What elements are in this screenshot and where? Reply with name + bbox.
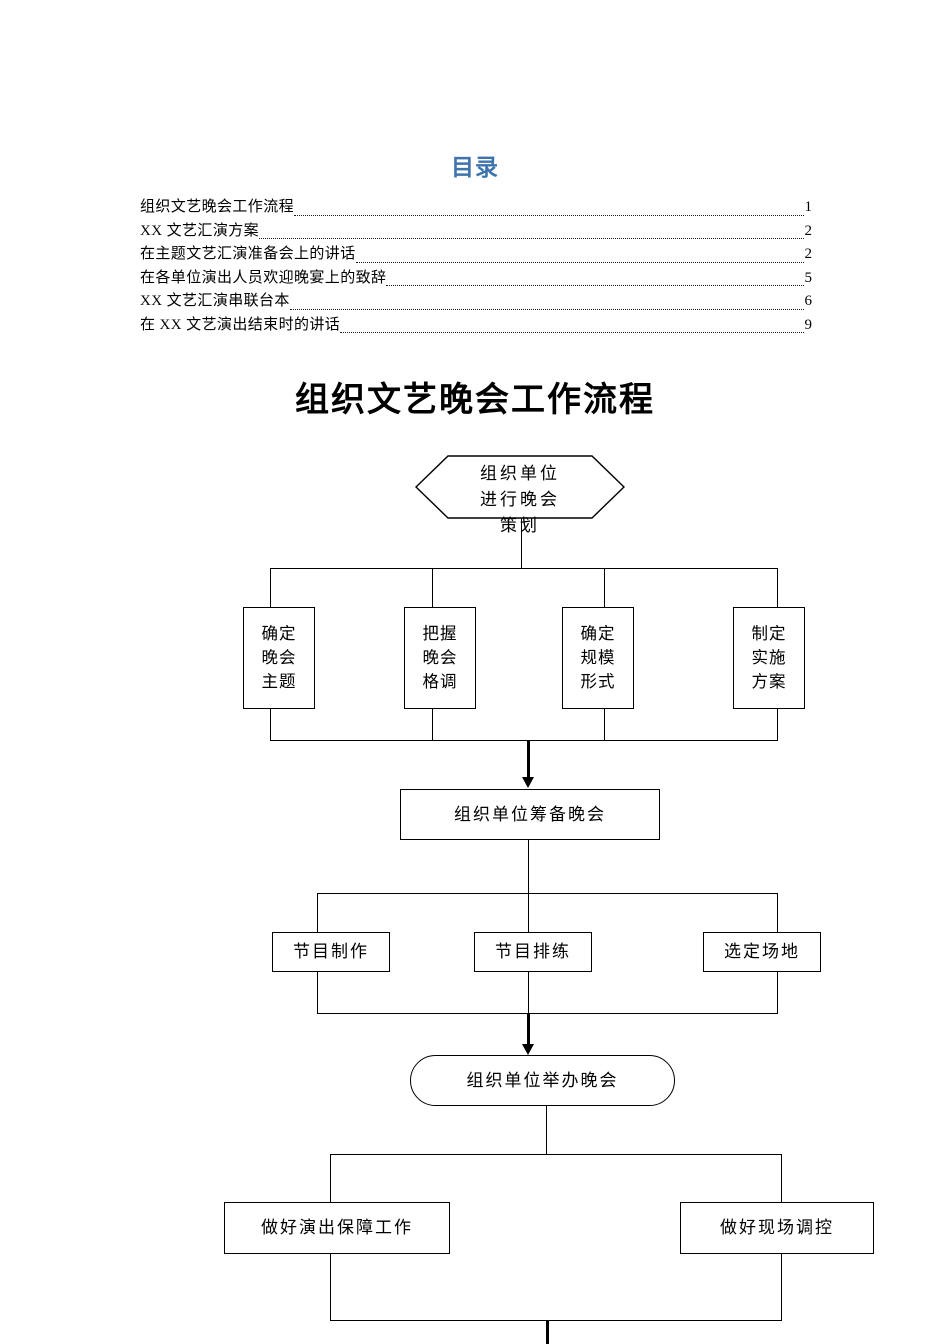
flow-node-onsite-control[interactable]: 做好现场调控 xyxy=(680,1202,874,1254)
flow-node-select-venue-text: 选定场地 xyxy=(724,942,800,961)
connector-drop-hold-1 xyxy=(330,1154,332,1202)
toc-entry-page: 5 xyxy=(804,269,813,286)
flow-node-make-plan-text: 制定 实施 方案 xyxy=(752,622,787,694)
connector-riser-prepare-1 xyxy=(317,972,319,1014)
make-plan-line-1: 制定 xyxy=(751,624,787,643)
connector-hold-to-rail xyxy=(546,1106,548,1155)
toc-entry-page: 1 xyxy=(804,199,813,215)
connector-drop-planning-1 xyxy=(270,568,272,607)
flow-node-set-tone-text: 把握 晚会 格调 xyxy=(423,622,458,694)
connector-continuation-stem xyxy=(546,1320,549,1344)
toc-list: 组织文艺晚会工作流程 1 XX 文艺汇演方案 2 在主题文艺汇演准备会上的讲话 … xyxy=(140,196,812,337)
connector-drop-planning-4 xyxy=(777,568,779,607)
flow-node-hold-event-text: 组织单位举办晚会 xyxy=(466,1070,619,1090)
flowchart-title: 组织文艺晚会工作流程 xyxy=(295,382,655,419)
connector-rail-hold-top xyxy=(330,1154,782,1156)
connector-riser-hold-1 xyxy=(330,1254,332,1321)
flow-node-prepare-text: 组织单位筹备晚会 xyxy=(454,804,606,824)
flow-node-make-plan[interactable]: 制定 实施 方案 xyxy=(733,607,805,709)
flow-node-hold-event[interactable]: 组织单位举办晚会 xyxy=(410,1055,675,1106)
connector-riser-planning-1 xyxy=(270,709,272,741)
define-theme-line-3: 主题 xyxy=(261,672,297,691)
flow-node-set-tone[interactable]: 把握 晚会 格调 xyxy=(404,607,476,709)
connector-riser-planning-4 xyxy=(777,709,779,741)
flow-node-program-rehearsal[interactable]: 节目排练 xyxy=(474,932,592,972)
toc-entry-page: 6 xyxy=(804,293,813,309)
flow-node-define-scale-text: 确定 规模 形式 xyxy=(581,622,616,694)
toc-entry-page: 2 xyxy=(804,246,813,262)
define-scale-line-3: 形式 xyxy=(580,672,616,691)
connector-rail-planning-top xyxy=(270,568,778,570)
toc-dot-leader xyxy=(289,308,804,310)
connector-planning-to-prepare xyxy=(527,740,530,778)
connector-drop-hold-2 xyxy=(781,1154,783,1202)
arrowhead-to-hold xyxy=(521,1044,534,1055)
connector-prepare-to-rail xyxy=(528,840,530,894)
toc-dot-leader xyxy=(259,237,804,239)
toc-entry-label: 组织文艺晚会工作流程 xyxy=(140,199,295,215)
connector-drop-prepare-center xyxy=(528,893,530,933)
toc-dot-leader xyxy=(294,214,804,216)
make-plan-line-3: 方案 xyxy=(751,672,787,691)
connector-rail-hold-bottom xyxy=(330,1320,782,1322)
toc-entry-label: 在各单位演出人员欢迎晚宴上的致辞 xyxy=(140,269,387,286)
hexagon-shape xyxy=(415,455,625,519)
define-scale-line-2: 规模 xyxy=(580,648,616,667)
toc-entry[interactable]: XX 文艺汇演串联台本 6 xyxy=(140,290,812,314)
flow-node-performance-support-text: 做好演出保障工作 xyxy=(261,1218,413,1237)
define-theme-line-1: 确定 xyxy=(261,624,297,643)
define-scale-line-1: 确定 xyxy=(580,624,616,643)
toc-entry[interactable]: XX 文艺汇演方案 2 xyxy=(140,220,812,244)
set-tone-line-2: 晚会 xyxy=(422,648,458,667)
connector-riser-prepare-2 xyxy=(777,972,779,1014)
connector-riser-planning-2 xyxy=(432,709,434,741)
connector-riser-prepare-center xyxy=(528,972,530,1014)
toc-entry-label: 在 XX 文艺演出结束时的讲话 xyxy=(140,316,341,333)
make-plan-line-2: 实施 xyxy=(751,648,787,667)
connector-rail-prepare-top xyxy=(317,893,778,895)
flow-node-program-production-text: 节目制作 xyxy=(293,942,369,961)
toc-entry-label: XX 文艺汇演串联台本 xyxy=(140,293,290,309)
toc-heading: 目录 xyxy=(451,155,499,180)
flow-node-prepare[interactable]: 组织单位筹备晚会 xyxy=(400,789,660,840)
toc-entry-label: XX 文艺汇演方案 xyxy=(140,222,260,239)
connector-start-to-rail xyxy=(521,518,523,569)
toc-dot-leader xyxy=(340,331,804,333)
connector-prepare-to-hold xyxy=(527,1013,530,1047)
toc-entry[interactable]: 在各单位演出人员欢迎晚宴上的致辞 5 xyxy=(140,267,812,291)
flow-node-program-production[interactable]: 节目制作 xyxy=(272,932,390,972)
toc-entry[interactable]: 在主题文艺汇演准备会上的讲话 2 xyxy=(140,243,812,267)
flow-node-define-scale[interactable]: 确定 规模 形式 xyxy=(562,607,634,709)
define-theme-line-2: 晚会 xyxy=(261,648,297,667)
set-tone-line-1: 把握 xyxy=(422,624,458,643)
flow-node-start-hexagon[interactable]: 组织单位 进行晚会 策划 xyxy=(415,455,625,535)
toc-dot-leader xyxy=(386,284,804,286)
connector-rail-planning-bottom xyxy=(270,740,778,742)
connector-riser-planning-3 xyxy=(604,709,606,741)
connector-drop-prepare-2 xyxy=(777,893,779,933)
connector-drop-prepare-1 xyxy=(317,893,319,933)
arrowhead-to-prepare xyxy=(521,777,534,788)
toc-entry-page: 2 xyxy=(804,222,813,239)
flow-node-define-theme-text: 确定 晚会 主题 xyxy=(262,622,297,694)
connector-rail-prepare-bottom xyxy=(317,1013,778,1015)
connector-drop-planning-3 xyxy=(604,568,606,607)
toc-entry-page: 9 xyxy=(804,316,813,333)
flow-node-performance-support[interactable]: 做好演出保障工作 xyxy=(224,1202,450,1254)
connector-drop-planning-2 xyxy=(432,568,434,607)
flow-node-define-theme[interactable]: 确定 晚会 主题 xyxy=(243,607,315,709)
toc-dot-leader xyxy=(355,261,804,263)
toc-entry-label: 在主题文艺汇演准备会上的讲话 xyxy=(140,246,356,262)
flow-node-program-rehearsal-text: 节目排练 xyxy=(495,942,571,961)
connector-riser-hold-2 xyxy=(781,1254,783,1321)
flow-node-onsite-control-text: 做好现场调控 xyxy=(720,1218,834,1237)
toc-entry[interactable]: 在 XX 文艺演出结束时的讲话 9 xyxy=(140,314,812,338)
flow-node-select-venue[interactable]: 选定场地 xyxy=(703,932,821,972)
set-tone-line-3: 格调 xyxy=(422,672,458,691)
toc-entry[interactable]: 组织文艺晚会工作流程 1 xyxy=(140,196,812,220)
